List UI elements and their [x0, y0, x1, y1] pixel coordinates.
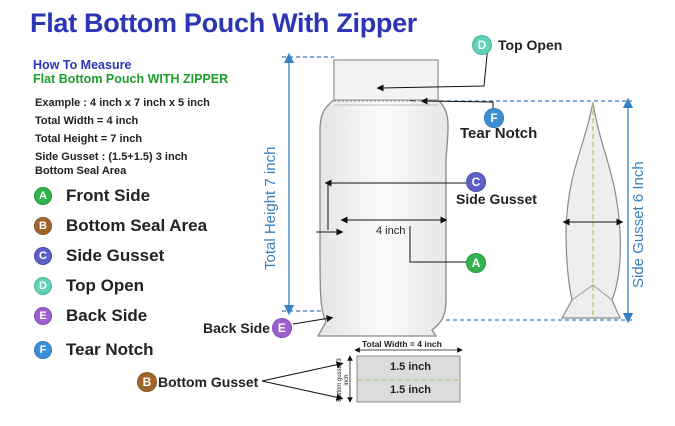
badge-e-icon: E	[34, 307, 52, 325]
front-pouch	[316, 59, 449, 337]
badge-f-icon: F	[34, 341, 52, 359]
spec-total-height: Total Height = 7 inch	[35, 133, 143, 145]
bottom-gusset-side-label: Bottom gusset 3 inch	[337, 358, 350, 402]
callout-tear-notch: Tear Notch	[460, 125, 537, 142]
leader-lines	[261, 44, 624, 401]
legend-label: Side Gusset	[66, 246, 165, 265]
callout-front-side: A	[466, 253, 486, 273]
legend-item-bottom-seal-area: B Bottom Seal Area	[34, 216, 207, 236]
spec-example: Example : 4 inch x 7 inch x 5 inch	[35, 97, 210, 109]
callout-bottom-gusset: B Bottom Gusset	[137, 372, 258, 392]
badge-b-icon: B	[34, 217, 52, 235]
legend-label: Top Open	[66, 276, 145, 295]
side-gusset-view	[560, 101, 621, 319]
spec-bottom-seal: Bottom Seal Area	[35, 165, 127, 177]
legend-item-back-side: E Back Side	[34, 306, 147, 326]
legend-label: Tear Notch	[66, 340, 154, 359]
page-title: Flat Bottom Pouch With Zipper	[30, 8, 418, 38]
dimension-lines	[282, 52, 634, 324]
badge-c-icon: C	[34, 247, 52, 265]
callout-label: Top Open	[498, 37, 563, 53]
how-to-measure-heading: How To Measure	[33, 58, 132, 72]
bottom-gusset-block	[347, 347, 463, 403]
total-height-label: Total Height 7 inch	[262, 146, 279, 270]
legend-item-top-open: D Top Open	[34, 276, 144, 296]
callout-top-open: D Top Open	[472, 35, 562, 55]
width-label: 4 inch	[376, 225, 406, 237]
badge-f-icon: F	[484, 108, 504, 128]
legend-item-front-side: A Front Side	[34, 186, 150, 206]
callout-label: Tear Notch	[460, 125, 538, 142]
legend-label: Back Side	[66, 306, 148, 325]
callout-label: Bottom Gusset	[158, 374, 259, 390]
legend-item-tear-notch: F Tear Notch	[34, 340, 154, 360]
callout-back-side: Back Side E	[203, 318, 292, 338]
spec-total-width: Total Width = 4 inch	[35, 115, 139, 127]
legend-item-side-gusset: C Side Gusset	[34, 246, 164, 266]
callout-tear-notch-badge: F	[484, 108, 504, 128]
bottom-half-b-label: 1.5 inch	[390, 384, 431, 396]
callout-label: Side Gusset	[456, 191, 537, 207]
bottom-half-a-label: 1.5 inch	[390, 361, 431, 373]
bottom-total-width-label: Total Width = 4 inch	[362, 339, 442, 349]
legend-label: Front Side	[66, 186, 151, 205]
badge-c-icon: C	[466, 172, 486, 192]
pouch-type-heading: Flat Bottom Pouch WITH ZIPPER	[33, 72, 229, 86]
side-gusset-height-label: Side Gusset 6 Inch	[630, 161, 647, 288]
callout-side-gusset-badge: C	[466, 172, 486, 192]
callout-label: Back Side	[203, 320, 270, 336]
legend-label: Bottom Seal Area	[66, 216, 208, 235]
badge-a-icon: A	[34, 187, 52, 205]
badge-b-icon: B	[137, 372, 157, 392]
badge-d-icon: D	[472, 35, 492, 55]
badge-e-icon: E	[271, 318, 292, 338]
callout-side-gusset: Side Gusset	[456, 191, 537, 207]
badge-d-icon: D	[34, 277, 52, 295]
badge-a-icon: A	[466, 253, 486, 273]
tear-notch-mark: ~	[409, 94, 417, 108]
spec-side-gusset: Side Gusset : (1.5+1.5) 3 inch	[35, 151, 188, 163]
